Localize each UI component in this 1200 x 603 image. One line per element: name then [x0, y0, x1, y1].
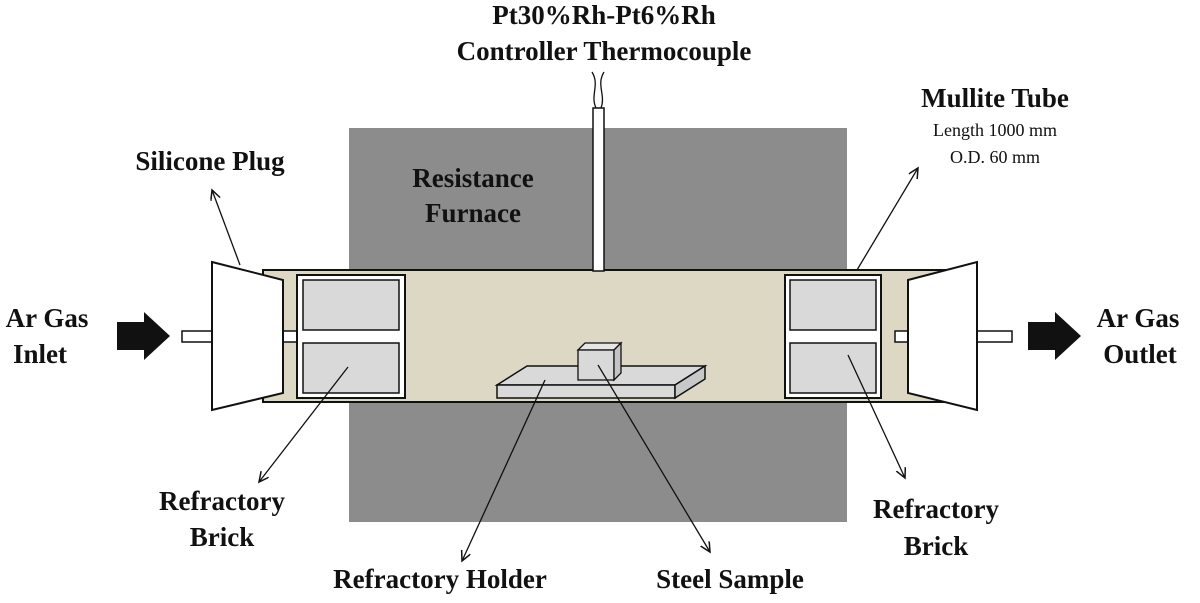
- silicone-plug-left: [211, 260, 284, 412]
- gas-outlet-label-line1: Ar Gas: [1097, 303, 1180, 333]
- leader-brick-right: [847, 354, 905, 478]
- furnace-label-line1: Resistance: [412, 163, 533, 193]
- leader-mullite-tube: [856, 168, 918, 271]
- holder-label: Refractory Holder: [333, 564, 547, 594]
- gas-inlet-label-line1: Ar Gas: [6, 303, 89, 333]
- outlet-flow-arrow: [1028, 312, 1081, 360]
- mullite-tube-od: O.D. 60 mm: [950, 147, 1040, 167]
- mullite-tube-title: Mullite Tube: [921, 83, 1069, 113]
- brick-left-label-line2: Brick: [190, 522, 255, 552]
- brick-right-label-line2: Brick: [904, 531, 969, 561]
- mullite-tube-length: Length 1000 mm: [933, 120, 1057, 140]
- gas-outlet-label-line2: Outlet: [1103, 339, 1177, 369]
- gas-inlet-label-line2: Inlet: [13, 339, 67, 369]
- thermocouple-wire-right: [600, 71, 605, 109]
- thermocouple-label-line1: Pt30%Rh-Pt6%Rh: [492, 0, 716, 30]
- steel-sample: [576, 341, 623, 382]
- silicone-plug-label: Silicone Plug: [135, 146, 285, 176]
- refractory-brick-right: [784, 274, 882, 399]
- brick-left-label-line1: Refractory: [159, 486, 285, 516]
- thermocouple-label-line2: Controller Thermocouple: [457, 36, 752, 66]
- silicone-plug-right: [907, 260, 978, 412]
- refractory-brick-left: [296, 274, 406, 399]
- thermocouple-wire-left: [591, 71, 597, 109]
- leader-sample: [597, 364, 710, 552]
- leader-silicone-plug: [212, 190, 241, 266]
- furnace-label-line2: Furnace: [425, 198, 521, 228]
- brick-right-label-line1: Refractory: [873, 494, 999, 524]
- sample-label: Steel Sample: [656, 564, 804, 594]
- inlet-flow-arrow: [117, 312, 170, 360]
- thermocouple-sheath: [592, 107, 605, 272]
- leader-brick-left: [259, 366, 349, 482]
- leader-holder: [462, 379, 546, 561]
